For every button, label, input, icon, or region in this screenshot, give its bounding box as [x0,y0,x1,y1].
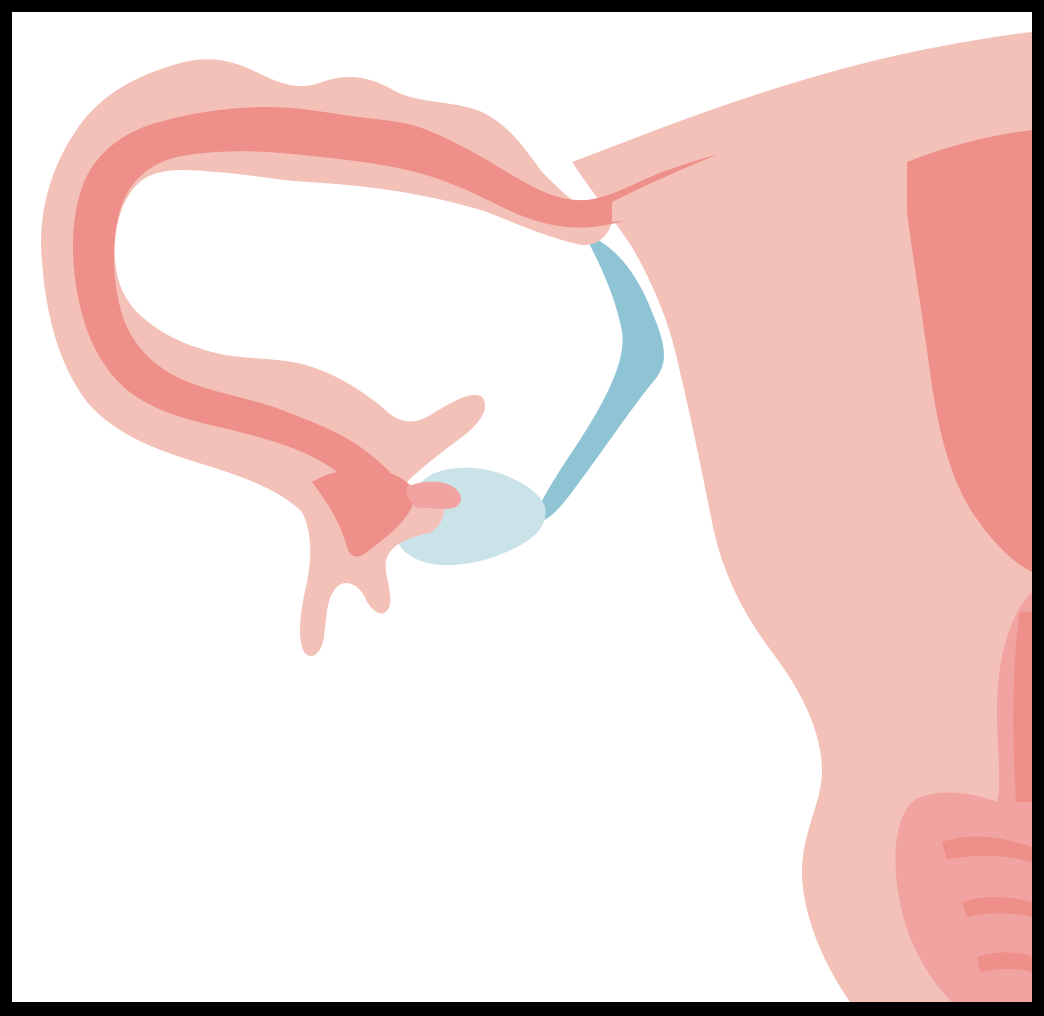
cervix-fold-3 [977,952,1032,972]
cervical-canal [1013,612,1032,802]
fimbria-finger [406,481,461,510]
cervix-fold-1 [942,836,1032,862]
fallopian-tube-outer [41,59,613,657]
illustration-canvas [12,12,1032,1002]
fallopian-tube-lumen [72,107,893,542]
fimbriae-core [312,469,414,557]
ovarian-ligament [532,234,664,524]
uterus-illustration [41,32,1032,1002]
cervix-fold-2 [962,897,1032,917]
uterine-cavity [907,130,1032,572]
uterine-fundus-band [612,76,1032,222]
